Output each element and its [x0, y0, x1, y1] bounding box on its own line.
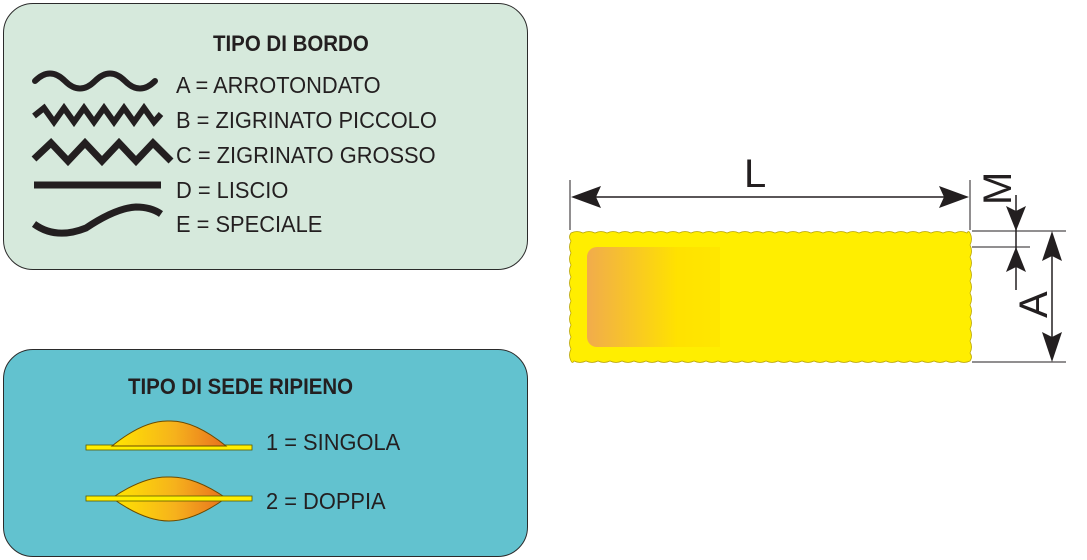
edge-item-d: D = LISCIO	[176, 177, 289, 203]
filling-item-1: 1 = SINGOLA	[266, 429, 401, 455]
edge-type-panel: TIPO DI BORDO A = ARROTONDATO B = ZIGRIN…	[3, 3, 528, 270]
margin-label: M	[976, 171, 1020, 205]
edge-item-a: A = ARROTONDATO	[176, 72, 381, 98]
edge-type-title: TIPO DI BORDO	[213, 31, 369, 56]
height-dimension	[1042, 231, 1062, 362]
length-label: L	[744, 152, 767, 196]
filling-seat-title: TIPO DI SEDE RIPIENO	[128, 374, 354, 399]
filling-item-2: 2 = DOPPIA	[266, 488, 386, 514]
edge-item-c: C = ZIGRINATO GROSSO	[176, 142, 436, 168]
rounded-wave-icon	[32, 70, 158, 92]
small-zigzag-icon	[32, 102, 164, 128]
filling-area-right	[720, 247, 950, 347]
edge-item-b: B = ZIGRINATO PICCOLO	[176, 107, 437, 133]
length-dimension	[571, 186, 969, 208]
double-filling-icon	[85, 476, 253, 522]
height-label: A	[1012, 291, 1056, 318]
special-curve-icon	[31, 203, 164, 237]
single-filling-icon	[85, 420, 253, 451]
margin-dimension	[1006, 195, 1026, 290]
large-zigzag-icon	[31, 137, 174, 167]
straight-line-icon	[34, 181, 161, 189]
filling-seat-panel: TIPO DI SEDE RIPIENO 1 = SINGOLA 2 = DOP…	[3, 349, 528, 557]
edge-item-e: E = SPECIALE	[176, 211, 323, 237]
